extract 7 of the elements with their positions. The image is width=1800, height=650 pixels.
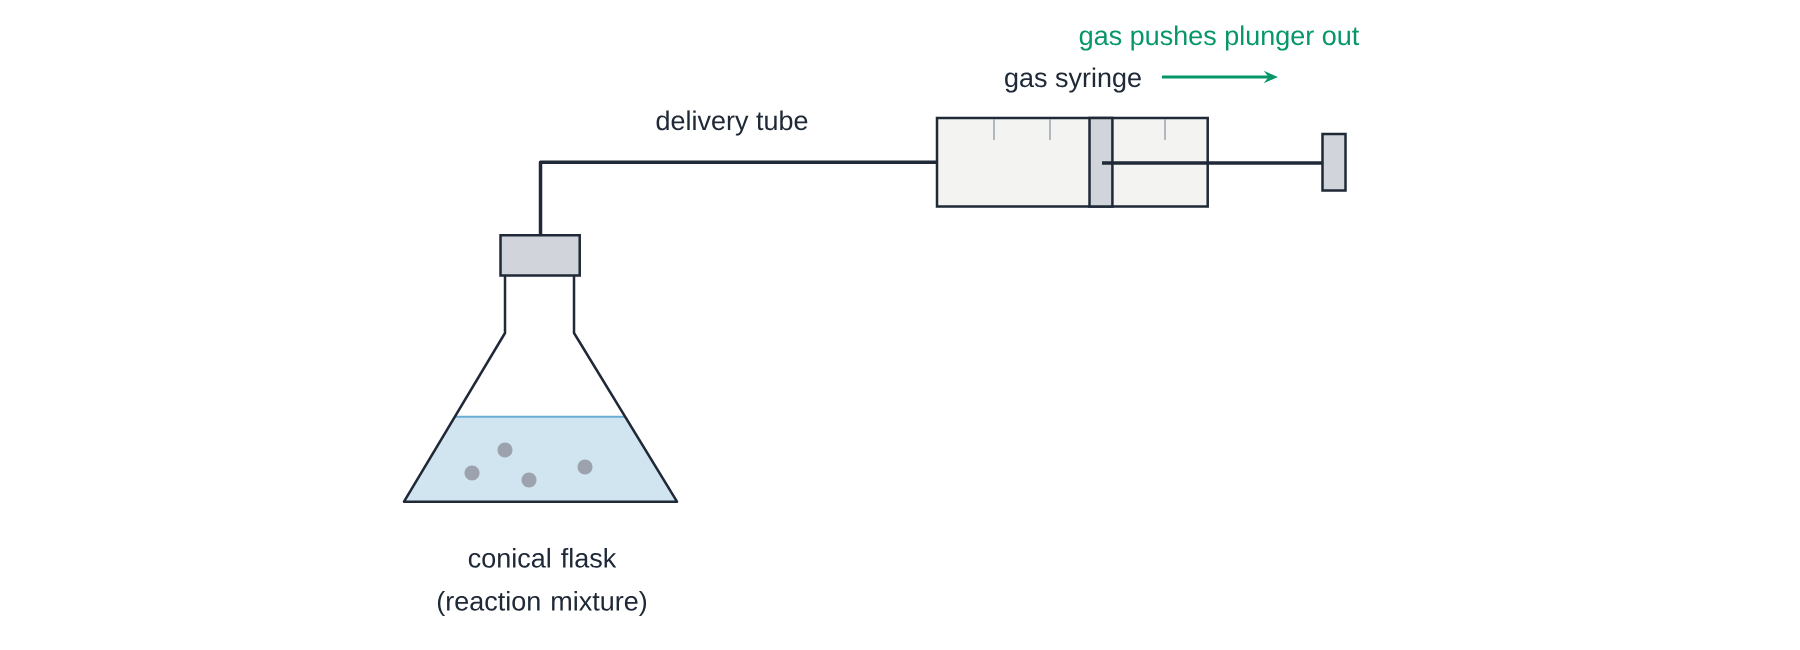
syringe-drawing [935, 116, 1347, 208]
text-label: gas pushes plunger out [1079, 25, 1360, 51]
text-label: conical flask (reaction mixture) [437, 547, 647, 617]
delivery-tube [538, 160, 937, 236]
text-label: gas syringe [1005, 67, 1141, 93]
flask-drawing [402, 234, 679, 503]
edge-label: delivery tube [654, 109, 810, 137]
